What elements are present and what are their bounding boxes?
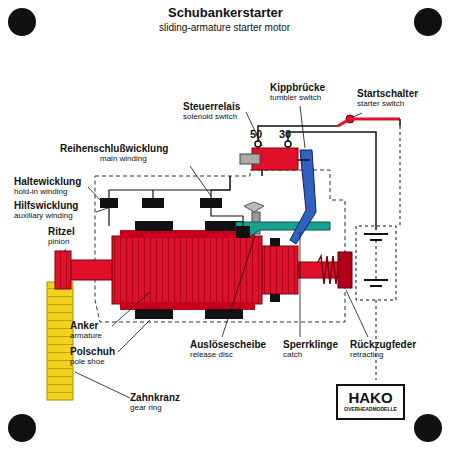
part-label: catch xyxy=(283,351,302,360)
part-label: release disc xyxy=(190,351,233,360)
part-label: Anker xyxy=(70,320,98,331)
part-label: Polschuh xyxy=(70,346,115,357)
gear-ring xyxy=(47,282,73,400)
part-label: Steuerrelais xyxy=(183,101,240,112)
part-label: starter switch xyxy=(357,100,404,109)
terminal-number: 30 xyxy=(279,128,291,140)
part-label: Hilfswicklung xyxy=(14,200,78,211)
field-housing xyxy=(120,230,255,238)
corner-hole xyxy=(8,8,442,442)
catch xyxy=(236,222,330,236)
wire xyxy=(211,126,376,230)
part-label: armature xyxy=(70,332,102,341)
part-label: solenoid switch xyxy=(183,113,237,122)
part-label: Haltewicklung xyxy=(14,176,81,187)
tumbler-switch xyxy=(290,150,316,244)
logo-subtext: OVERHEADMODELLE xyxy=(343,407,398,413)
part-label: Rückzugfeder xyxy=(350,339,416,350)
armature xyxy=(112,236,262,304)
part-label: pole shoe xyxy=(70,358,105,367)
subtitle: sliding-armature starter motor xyxy=(159,22,290,33)
part-label: pinion xyxy=(48,238,69,247)
pinion-shaft xyxy=(68,260,114,280)
winding xyxy=(100,198,250,238)
part-label: Kippbrücke xyxy=(270,82,325,93)
terminal xyxy=(285,141,291,147)
solenoid-plunger xyxy=(240,154,260,164)
brush xyxy=(270,238,280,246)
commutator xyxy=(262,246,298,294)
terminal-number: 50 xyxy=(250,128,262,140)
part-label: Reihenschlußwicklung xyxy=(60,143,168,154)
field-housing xyxy=(120,302,255,310)
winding-wire xyxy=(109,190,243,226)
battery xyxy=(364,234,388,286)
part-label: hold-in winding xyxy=(14,188,67,197)
part-label: Zahnkranz xyxy=(130,392,180,403)
logo-box: HAKOOVERHEADMODELLE xyxy=(336,384,405,420)
part-label: Sperrklinge xyxy=(283,339,338,350)
end-cap xyxy=(338,252,352,288)
part-label: Ritzel xyxy=(48,226,75,237)
part-label: Auslösescheibe xyxy=(190,339,266,350)
part-label: tumbler switch xyxy=(270,94,321,103)
part-label: retracting xyxy=(350,351,383,360)
retracting-spring xyxy=(318,256,339,284)
brush xyxy=(270,294,280,302)
pinion xyxy=(55,251,71,289)
starter-switch xyxy=(338,115,400,126)
title: Schubankerstarter xyxy=(168,6,283,20)
logo-text: HAKO xyxy=(343,390,398,407)
part-label: main winding xyxy=(100,155,147,164)
part-label: auxiliary winding xyxy=(14,212,73,221)
part-label: gear ring xyxy=(130,404,162,413)
part-label: Startschalter xyxy=(357,88,418,99)
pole-shoe xyxy=(135,221,243,319)
release-disc-arm xyxy=(244,202,264,212)
